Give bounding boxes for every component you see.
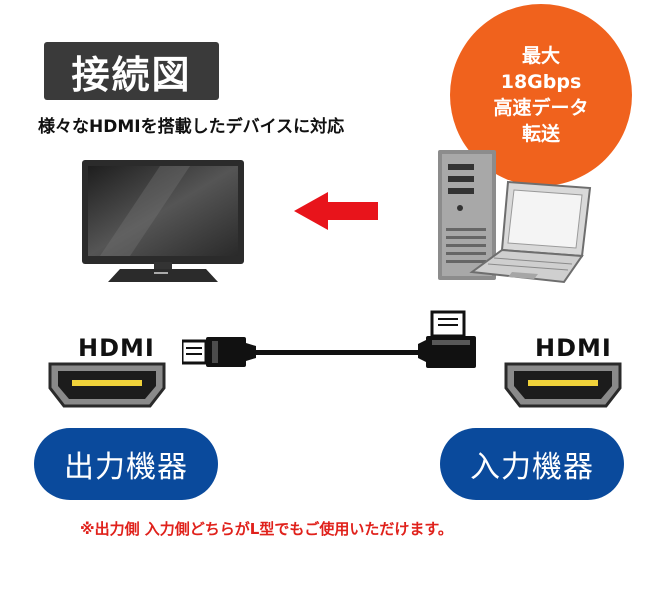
- badge-line-4: 転送: [521, 123, 560, 145]
- input-device-pill: 入力機器: [440, 428, 624, 500]
- badge-line-2: 18Gbps: [500, 71, 582, 93]
- hdmi-label-left: HDMI: [78, 334, 155, 362]
- hdmi-label-right: HDMI: [535, 334, 612, 362]
- subtitle: 様々なHDMIを搭載したデバイスに対応: [38, 117, 345, 137]
- output-device-pill: 出力機器: [34, 428, 218, 500]
- badge-line-3: 高速データ: [493, 97, 589, 119]
- arrow-left-icon: [294, 192, 378, 230]
- hdmi-port-icon: [48, 362, 166, 408]
- page-title: 接続図: [44, 42, 219, 100]
- desktop-tower-icon: [438, 150, 496, 280]
- hdmi-cable-icon: [182, 337, 422, 367]
- monitor-icon: [82, 160, 244, 282]
- laptop-icon: [469, 180, 592, 284]
- hdmi-port-icon: [504, 362, 622, 408]
- hdmi-l-plug-icon: [418, 310, 476, 368]
- badge-line-1: 最大: [521, 45, 560, 67]
- usage-note: ※出力側 入力側どちらがL型でもご使用いただけます。: [80, 520, 453, 538]
